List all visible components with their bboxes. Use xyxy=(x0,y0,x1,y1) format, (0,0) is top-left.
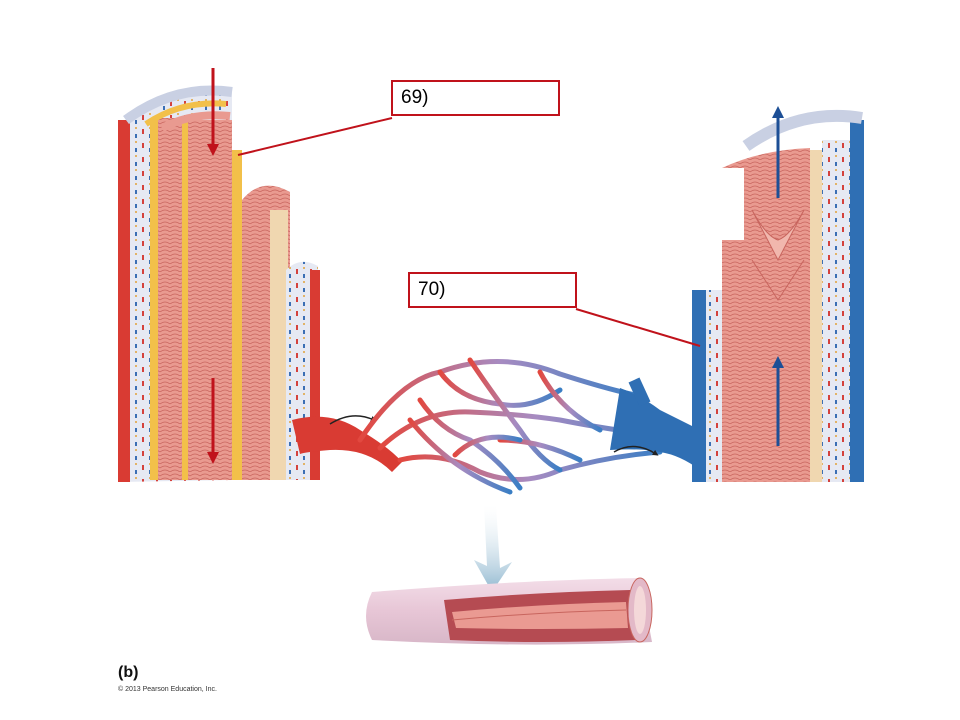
label-70-text: 70) xyxy=(418,279,446,300)
label-box-69[interactable]: 69) xyxy=(391,80,560,116)
capillary-cross-section xyxy=(366,577,653,645)
label-69-text: 69) xyxy=(401,87,429,108)
artery xyxy=(118,68,402,482)
copyright-credit: © 2013 Pearson Education, Inc. xyxy=(118,686,217,693)
label-box-70[interactable]: 70) xyxy=(408,272,577,308)
panel-letter: (b) xyxy=(118,664,139,681)
leader-line-69 xyxy=(237,117,393,156)
leader-line-70 xyxy=(575,308,701,347)
vein xyxy=(610,106,864,482)
zoom-arrow xyxy=(474,505,512,592)
